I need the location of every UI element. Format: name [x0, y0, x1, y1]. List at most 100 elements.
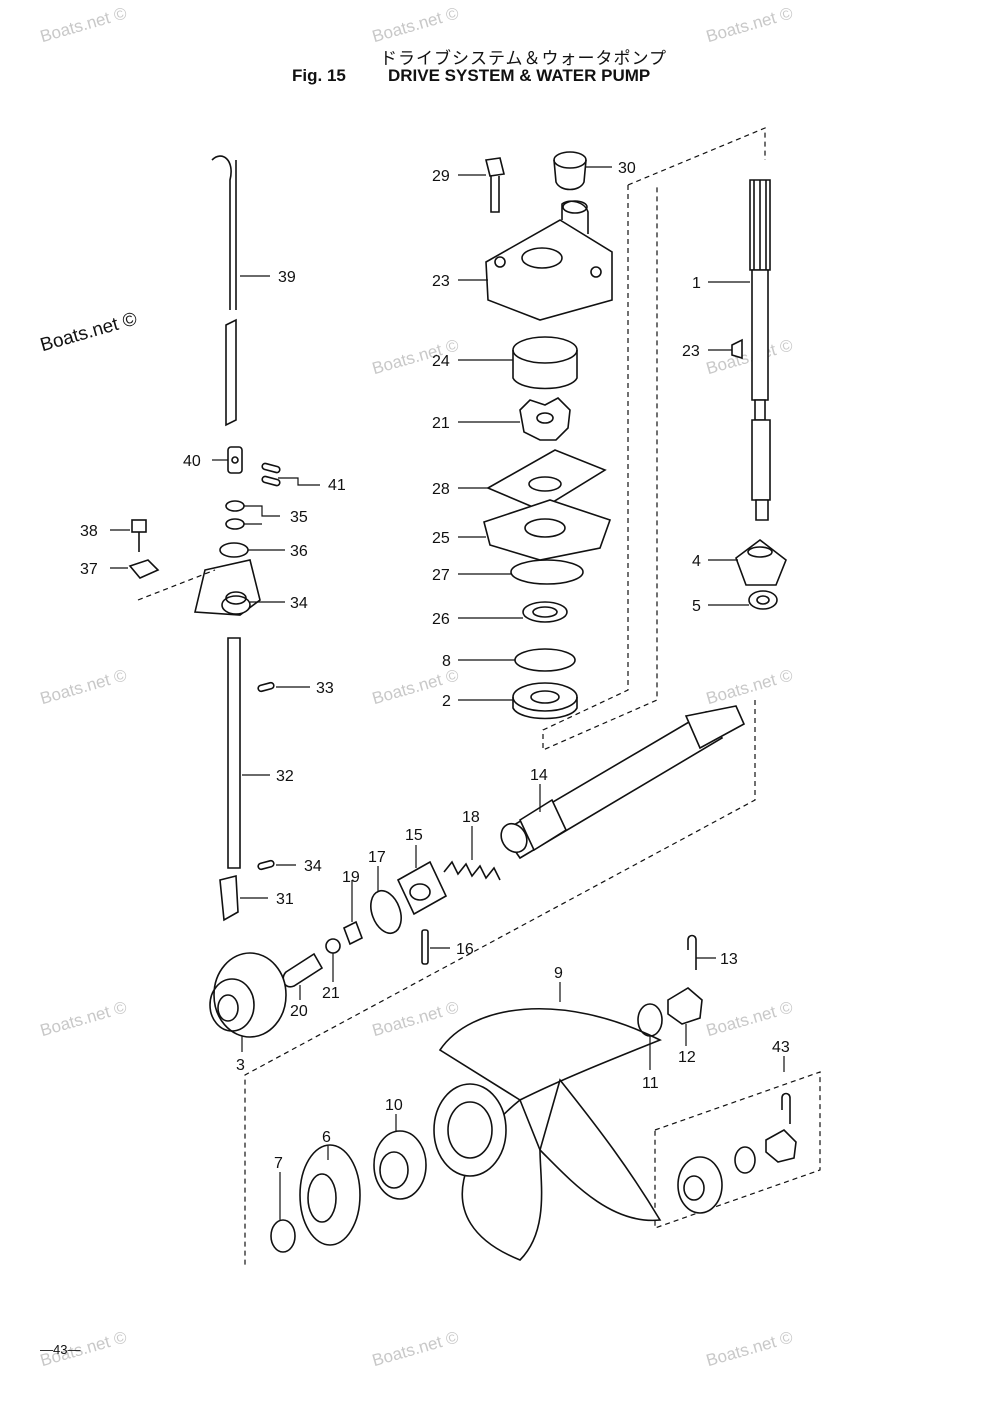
guide-line-shaft: [244, 700, 756, 1265]
part-label: 19: [342, 869, 360, 886]
water-tube-grommet: [553, 151, 587, 191]
detent-ball: [325, 938, 341, 954]
guide-box-kit: [654, 1071, 821, 1229]
gasket-hole: [528, 476, 562, 492]
prop-washer: [637, 1003, 663, 1037]
part-label: 14: [530, 767, 548, 784]
shift-pin: [257, 859, 275, 871]
part-label: 33: [316, 680, 334, 697]
part-label: 40: [183, 453, 201, 470]
part-label: 27: [432, 567, 450, 584]
part-label: 30: [618, 160, 636, 177]
part-label: 41: [328, 477, 346, 494]
o-ring: [225, 500, 245, 512]
prop-nut-kit: [677, 1092, 797, 1214]
pump-liner: [512, 336, 578, 390]
shifter: [342, 920, 364, 946]
cross-pin: [421, 929, 429, 965]
figure-number: Fig. 15: [292, 66, 346, 85]
propeller-shaft: [500, 705, 746, 860]
o-ring: [225, 518, 245, 530]
part-label: 2: [442, 693, 451, 710]
part-label: 7: [274, 1155, 283, 1172]
retainer-plate: [128, 559, 160, 579]
shift-rod-upper: [211, 155, 237, 427]
part-label: 17: [368, 849, 386, 866]
dog-clutch: [396, 860, 448, 916]
clutch-spring: [443, 860, 501, 881]
o-ring-large: [219, 542, 249, 558]
part-label: 16: [456, 941, 474, 958]
propeller: [433, 1008, 662, 1261]
rod-connector: [227, 446, 243, 474]
part-label: 23: [432, 273, 450, 290]
part-label: 12: [678, 1049, 696, 1066]
part-label: 28: [432, 481, 450, 498]
part-label: 31: [276, 891, 294, 908]
pump-plate: [483, 499, 612, 561]
title-japanese: ドライブシステム＆ウォータポンプ: [380, 49, 667, 69]
part-label: 36: [290, 543, 308, 560]
bearing-ring: [514, 648, 576, 672]
part-label: 11: [642, 1075, 659, 1092]
part-label: 3: [236, 1057, 245, 1074]
part-label: 1: [692, 275, 701, 292]
part-label: 18: [462, 809, 480, 826]
shaft-key: [731, 338, 743, 360]
part-label: 38: [80, 523, 98, 540]
part-label: 15: [405, 827, 423, 844]
prop-nut: [667, 987, 703, 1025]
cotter-pin: [687, 934, 697, 970]
part-label: 5: [692, 598, 701, 615]
pinion-gear: [735, 538, 787, 586]
part-label: 43: [772, 1039, 790, 1056]
connector-pin: [261, 462, 281, 474]
part-label: 24: [432, 353, 450, 370]
part-label: 6: [322, 1129, 331, 1146]
part-label: 10: [385, 1097, 403, 1114]
guide-line-pump-right: [542, 185, 658, 751]
part-label: 23: [682, 343, 700, 360]
pump-bolt: [485, 157, 505, 213]
impeller: [519, 397, 571, 441]
ball-bearing: [512, 682, 578, 720]
guide-line-pump-top: [627, 127, 766, 186]
title-english: DRIVE SYSTEM & WATER PUMP: [388, 66, 651, 85]
guide-line-shift: [137, 569, 216, 601]
pump-o-ring: [510, 559, 584, 585]
reverse-gear: [299, 1144, 361, 1246]
part-label: 8: [442, 653, 451, 670]
shift-pin: [257, 681, 275, 693]
shift-cam: [219, 874, 239, 922]
pinion-nut: [748, 590, 778, 610]
part-label: 4: [692, 553, 701, 570]
pump-case: [485, 200, 613, 321]
part-label: 39: [278, 269, 296, 286]
part-label: 32: [276, 768, 294, 785]
connector-pin: [261, 475, 281, 487]
clutch-ring: [370, 889, 402, 935]
leader-lines: [110, 166, 785, 1220]
part-label: 25: [432, 530, 450, 547]
part-label: 34: [304, 858, 322, 875]
part-label: 37: [80, 561, 98, 578]
bolt-small: [131, 519, 147, 552]
part-label: 26: [432, 611, 450, 628]
part-label: 34: [290, 595, 308, 612]
part-label: 9: [554, 965, 563, 982]
shift-rod-lower: [227, 637, 241, 869]
shift-plunger: [282, 952, 324, 988]
oil-seal: [522, 601, 568, 623]
page-number: —43—: [40, 1342, 81, 1357]
thrust-washer: [270, 1219, 296, 1253]
drive-shaft: [749, 179, 771, 521]
part-label: 21: [432, 415, 450, 432]
pump-gasket: [486, 449, 607, 511]
shift-bushing: [221, 591, 251, 615]
part-label: 21: [322, 985, 340, 1002]
part-label: 13: [720, 951, 738, 968]
part-label: 29: [432, 168, 450, 185]
thrust-hub: [373, 1130, 427, 1200]
part-label: 35: [290, 509, 308, 526]
